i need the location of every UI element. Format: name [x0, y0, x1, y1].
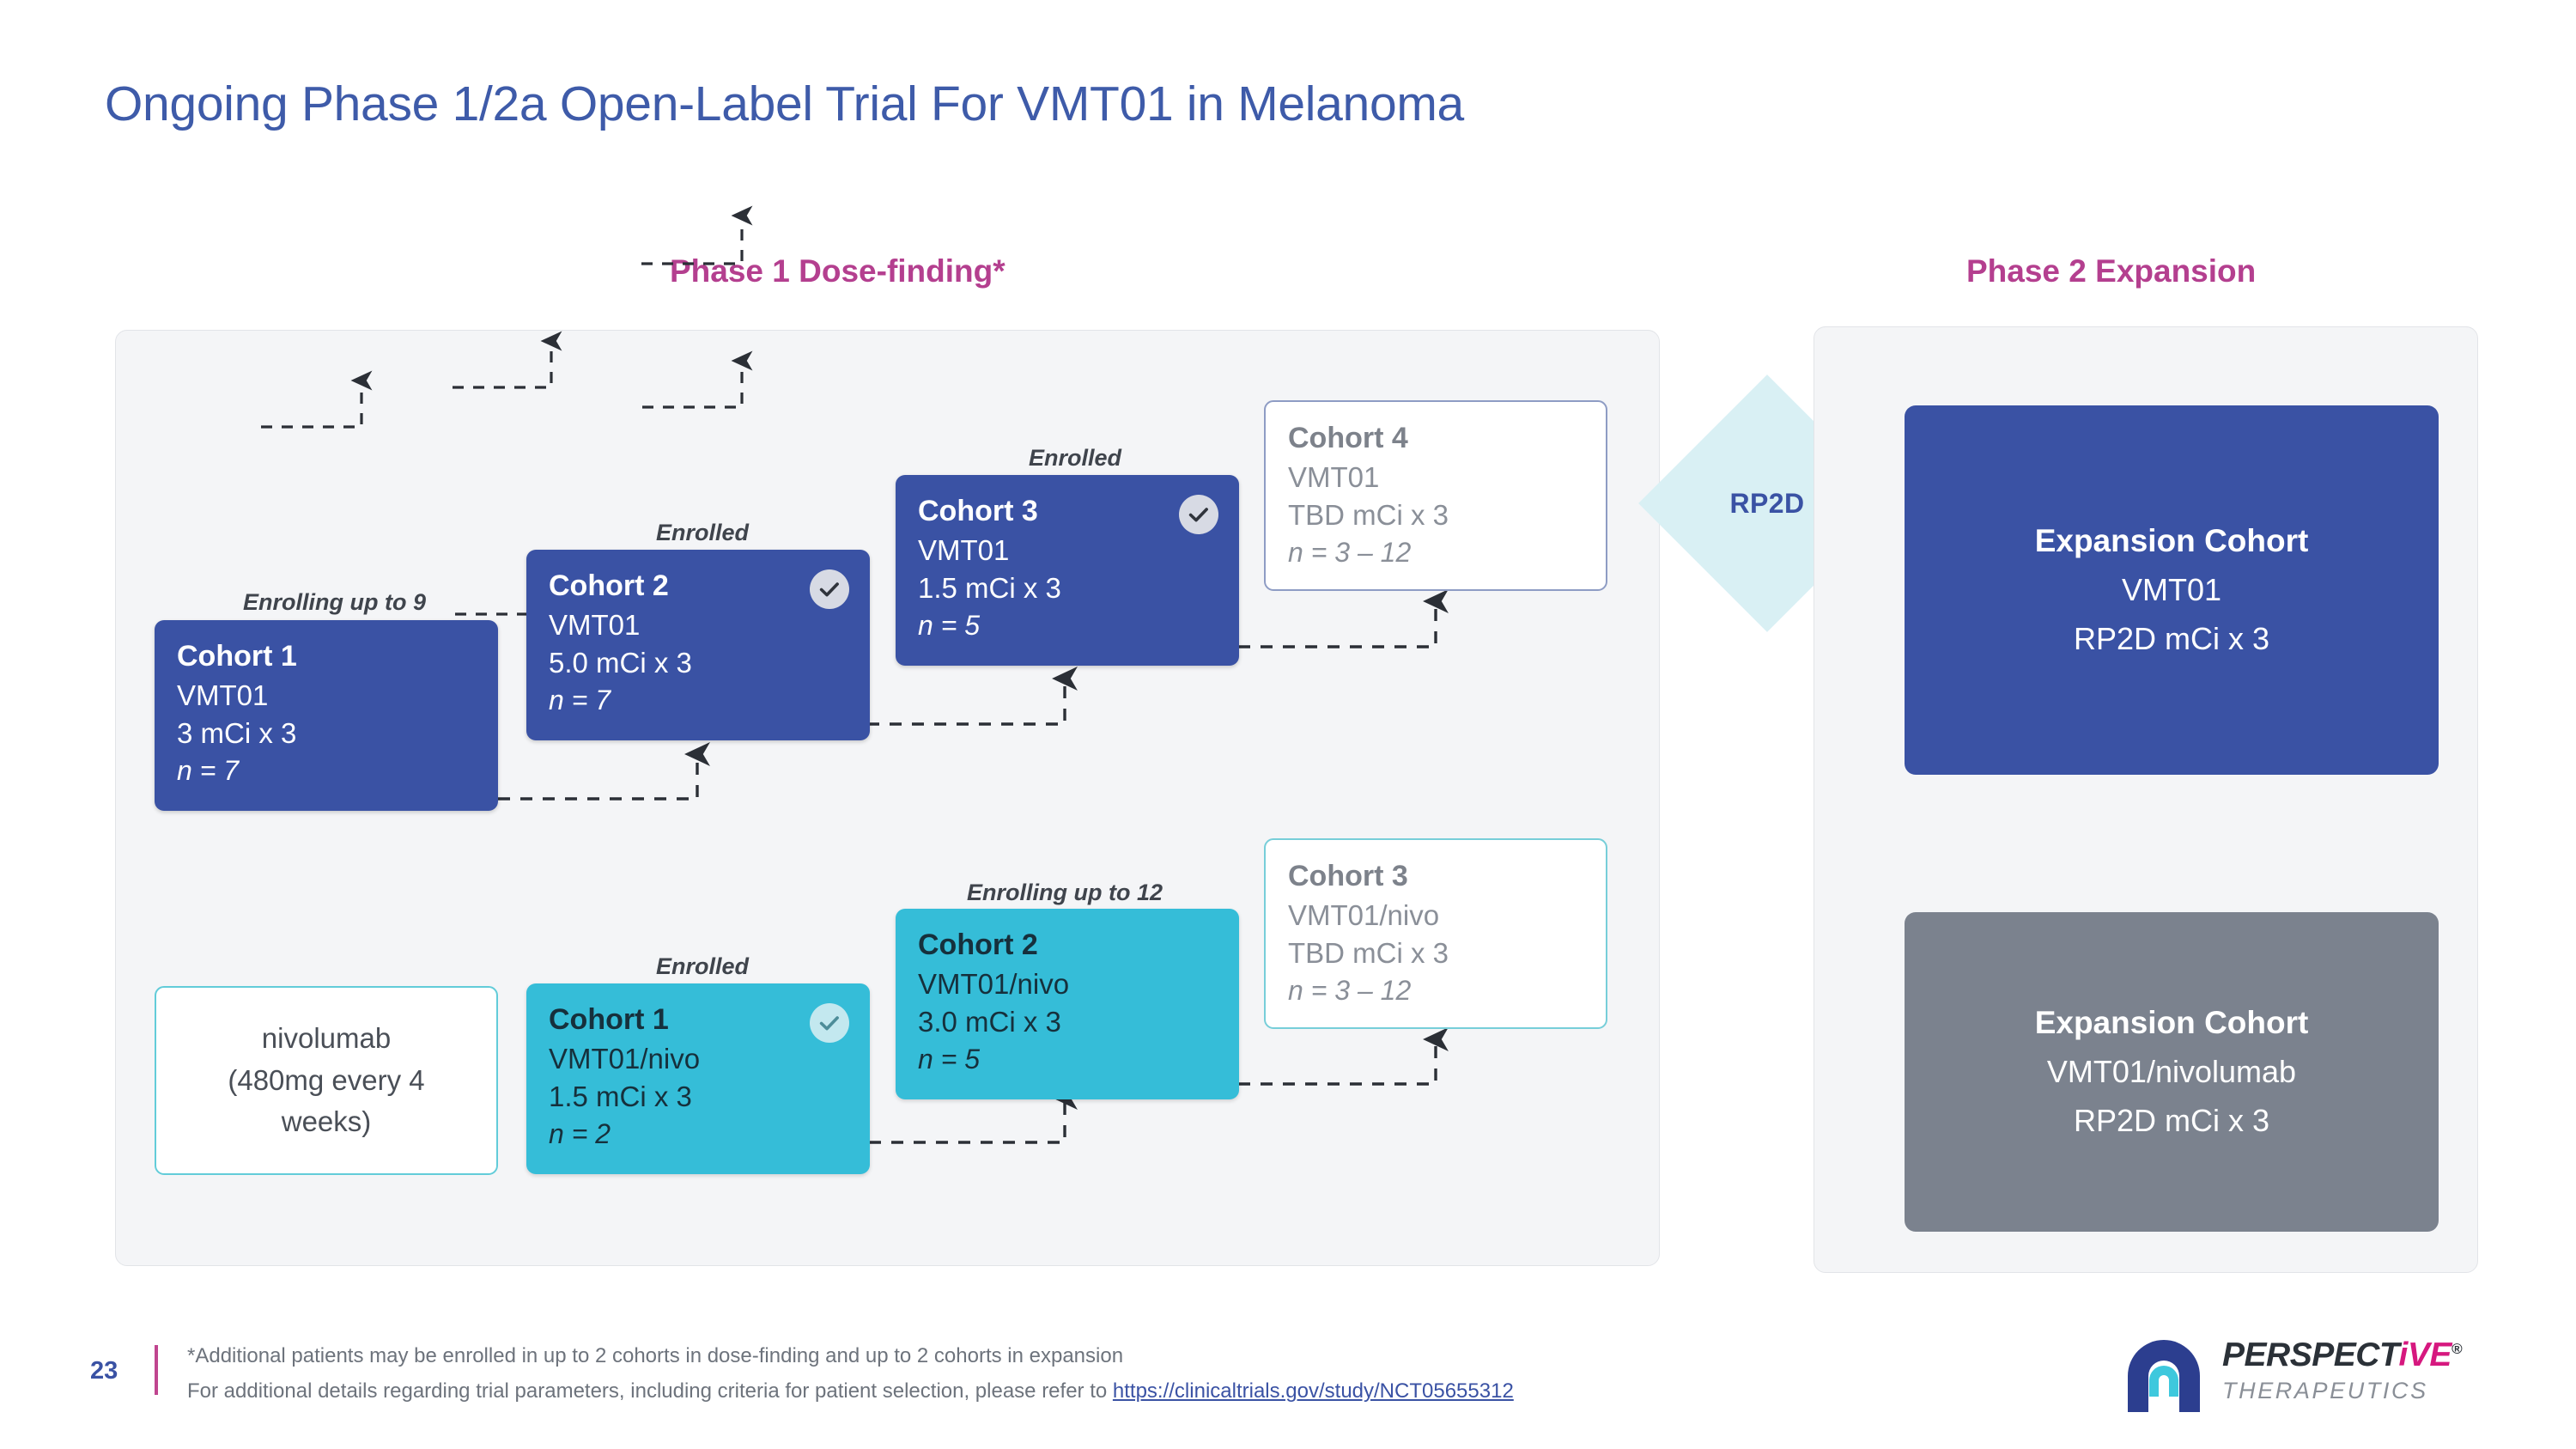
expansion-drug: VMT01/nivolumab	[2046, 1054, 2297, 1090]
cohort-n: n = 5	[918, 609, 981, 641]
cohort-box-mono-4[interactable]: Cohort 4 VMT01 TBD mCi x 3 n = 3 – 12	[1264, 400, 1607, 591]
cohort-n: n = 7	[549, 684, 611, 715]
phase-1-header: Phase 1 Dose-finding*	[670, 253, 1005, 289]
nivolumab-line-3: weeks)	[281, 1105, 372, 1138]
footnote-1: *Additional patients may be enrolled in …	[187, 1344, 1124, 1367]
page-number: 23	[90, 1357, 118, 1385]
cohort-n: n = 5	[918, 1043, 981, 1075]
cohort-title: Cohort 3	[918, 495, 1038, 527]
cohort-dose: 1.5 mCi x 3	[918, 571, 1061, 604]
cohort-box-mono-3[interactable]: Cohort 3 VMT01 1.5 mCi x 3 n = 5	[896, 475, 1239, 666]
cohort-n: n = 2	[549, 1117, 611, 1149]
cohort-title: Cohort 4	[1288, 422, 1408, 454]
cohort-title: Cohort 2	[918, 928, 1038, 961]
cohort-drug: VMT01	[177, 679, 269, 711]
cohort-drug: VMT01	[918, 533, 1010, 566]
cohort-drug: VMT01/nivo	[1288, 898, 1440, 931]
logo-name-part2: iVE	[2398, 1336, 2452, 1373]
cohort-drug: VMT01/nivo	[549, 1042, 701, 1075]
cohort-dose: TBD mCi x 3	[1288, 936, 1449, 969]
company-logo: PERSPECTiVE® THERAPEUTICS	[2119, 1330, 2523, 1424]
cohort-dose: 1.5 mCi x 3	[549, 1080, 692, 1112]
cohort-title: Cohort 1	[549, 1003, 669, 1036]
perspective-arch-icon	[2119, 1331, 2208, 1421]
logo-name-part1: PERSPECT	[2222, 1336, 2399, 1373]
page-title: Ongoing Phase 1/2a Open-Label Trial For …	[105, 76, 1464, 131]
enrolled-check-icon	[810, 569, 849, 609]
phase-2-header: Phase 2 Expansion	[1966, 253, 2257, 289]
expansion-dose: RP2D mCi x 3	[2073, 621, 2270, 657]
enrolled-check-icon	[810, 1003, 849, 1043]
footnote-2: For additional details regarding trial p…	[187, 1373, 1514, 1409]
expansion-cohort-combo[interactable]: Expansion Cohort VMT01/nivolumab RP2D mC…	[1905, 912, 2439, 1232]
nivolumab-line-1: nivolumab	[261, 1021, 392, 1054]
cohort-drug: VMT01	[549, 608, 641, 641]
clinicaltrials-link[interactable]: https://clinicaltrials.gov/study/NCT0565…	[1112, 1379, 1514, 1403]
caption-mono-cohort-1: Enrolling up to 9	[243, 589, 426, 615]
caption-mono-cohort-3: Enrolled	[1029, 445, 1122, 471]
cohort-title: Cohort 1	[177, 640, 297, 673]
rp2d-transition-marker: RP2D	[1638, 374, 1896, 632]
cohort-dose: 5.0 mCi x 3	[549, 646, 692, 679]
nivolumab-line-2: (480mg every 4	[228, 1063, 425, 1096]
cohort-box-combo-1[interactable]: Cohort 1 VMT01/nivo 1.5 mCi x 3 n = 2	[526, 983, 870, 1174]
expansion-title: Expansion Cohort	[2034, 1004, 2309, 1040]
expansion-dose: RP2D mCi x 3	[2073, 1103, 2270, 1139]
cohort-dose: TBD mCi x 3	[1288, 498, 1449, 531]
nivolumab-backbone-box[interactable]: nivolumab (480mg every 4 weeks)	[155, 986, 498, 1175]
cohort-title: Cohort 2	[549, 569, 669, 602]
expansion-cohort-vmt01[interactable]: Expansion Cohort VMT01 RP2D mCi x 3	[1905, 405, 2439, 775]
expansion-drug: VMT01	[2121, 572, 2222, 608]
registered-mark: ®	[2451, 1341, 2463, 1357]
expansion-title: Expansion Cohort	[2034, 522, 2309, 558]
cohort-n: n = 3 – 12	[1288, 536, 1412, 568]
cohort-drug: VMT01	[1288, 460, 1380, 493]
cohort-dose: 3.0 mCi x 3	[918, 1005, 1061, 1038]
cohort-box-combo-2[interactable]: Cohort 2 VMT01/nivo 3.0 mCi x 3 n = 5	[896, 909, 1239, 1099]
cohort-box-combo-3[interactable]: Cohort 3 VMT01/nivo TBD mCi x 3 n = 3 – …	[1264, 838, 1607, 1029]
enrolled-check-icon	[1179, 495, 1218, 534]
logo-tagline: THERAPEUTICS	[2222, 1378, 2428, 1403]
cohort-title: Cohort 3	[1288, 860, 1408, 892]
logo-wordmark: PERSPECTiVE® THERAPEUTICS	[2222, 1336, 2462, 1404]
cohort-n: n = 3 – 12	[1288, 974, 1412, 1006]
caption-mono-cohort-2: Enrolled	[656, 520, 750, 545]
caption-combo-cohort-2: Enrolling up to 12	[967, 880, 1163, 905]
footer-divider	[155, 1345, 158, 1395]
logo-name: PERSPECTiVE®	[2222, 1336, 2462, 1374]
cohort-drug: VMT01/nivo	[918, 967, 1070, 1000]
footnote-2-text: For additional details regarding trial p…	[187, 1379, 1113, 1403]
cohort-box-mono-2[interactable]: Cohort 2 VMT01 5.0 mCi x 3 n = 7	[526, 550, 870, 740]
footnotes: *Additional patients may be enrolled in …	[187, 1338, 1514, 1409]
cohort-n: n = 7	[177, 754, 240, 786]
rp2d-label: RP2D	[1729, 487, 1805, 519]
cohort-dose: 3 mCi x 3	[177, 716, 297, 749]
cohort-box-mono-1[interactable]: Cohort 1 VMT01 3 mCi x 3 n = 7	[155, 620, 498, 811]
caption-combo-cohort-1: Enrolled	[656, 953, 750, 979]
